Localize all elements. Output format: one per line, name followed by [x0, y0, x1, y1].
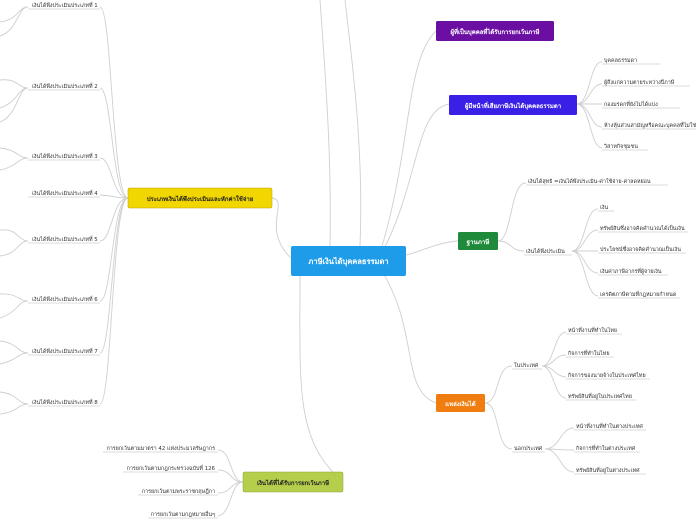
- assessable-item[interactable]: เงินค่าภาษีอากรที่ผู้จ่ายเงิน: [598, 267, 668, 276]
- svg-text:การยกเว้นตามกฎหมายอื่นๆ: การยกเว้นตามกฎหมายอื่นๆ: [151, 510, 215, 518]
- branch-exempt-person-box: [436, 21, 554, 41]
- svg-text:เงิน: เงิน: [600, 204, 608, 211]
- svg-text:กองมรดกที่ยังไม่ได้แบ่ง: กองมรดกที่ยังไม่ได้แบ่ง: [604, 100, 658, 108]
- branch-tax-base[interactable]: ฐานภาษี: [458, 232, 498, 250]
- income-type-items: เงินได้พึงประเมินประเภทที่ 1 เงินได้พึงป…: [28, 1, 100, 407]
- who-item[interactable]: ห้างหุ้นส่วนสามัญหรือคณะบุคคลที่ไม่ใช่นิ…: [602, 121, 696, 130]
- domestic-items: หน้าที่งานที่ทำในไทย กิจการที่ทำในไทย กิ…: [566, 326, 650, 401]
- income-type-item[interactable]: เงินได้พึงประเมินประเภทที่ 4: [28, 189, 100, 198]
- branch-tax-base-box: [458, 232, 498, 250]
- svg-text:เงินได้พึงประเมินประเภทที่ 6: เงินได้พึงประเมินประเภทที่ 6: [32, 295, 98, 303]
- foreign-item[interactable]: กิจการที่ทำในต่างประเทศ: [574, 444, 640, 453]
- domestic-item[interactable]: กิจการที่ทำในไทย: [566, 349, 614, 358]
- svg-text:เงินได้พึงประเมินประเภทที่ 1: เงินได้พึงประเมินประเภทที่ 1: [32, 1, 98, 9]
- svg-text:ประโยชน์ซึ่งอาจคิดคำนวณเป็นเงิ: ประโยชน์ซึ่งอาจคิดคำนวณเป็นเงิน: [600, 245, 681, 253]
- income-type-item[interactable]: เงินได้พึงประเมินประเภทที่ 8: [28, 398, 100, 407]
- svg-text:หน้าที่งานที่ทำในไทย: หน้าที่งานที่ทำในไทย: [568, 326, 617, 334]
- branch-who-pays-label: ผู้มีหน้าที่เสียภาษีเงินได้บุคคลธรรมดา: [465, 101, 561, 111]
- branch-income-types-box: [127, 187, 273, 209]
- svg-text:ทรัพย์สินที่อยู่ในประเทศไทย: ทรัพย์สินที่อยู่ในประเทศไทย: [568, 392, 632, 400]
- exempt-income-item[interactable]: การยกเว้นตามพระราชกฤษฎีกา: [138, 488, 218, 496]
- foreign-item[interactable]: หน้าที่งานที่ทำในต่างประเทศ: [574, 422, 646, 431]
- base-net-income[interactable]: เงินได้สุทธิ =เงินได้พึงประเมิน-ค่าใช้จ่…: [526, 177, 668, 186]
- branch-income-types-label: ประเภทเงินได้พึงประเมินและหักค่าใช้จ่าย: [147, 195, 254, 203]
- who-item[interactable]: บุคคลธรรมดา: [602, 57, 660, 65]
- domestic-item[interactable]: หน้าที่งานที่ทำในไทย: [566, 326, 622, 335]
- svg-text:บุคคลธรรมดา: บุคคลธรรมดา: [604, 57, 637, 64]
- branch-exempt-income-label: เงินได้ที่ได้รับการยกเว้นภาษี: [257, 478, 329, 487]
- branch-tax-base-label: ฐานภาษี: [467, 238, 490, 246]
- branch-who-pays[interactable]: ผู้มีหน้าที่เสียภาษีเงินได้บุคคลธรรมดา: [449, 95, 577, 115]
- svg-text:เงินได้พึงประเมินประเภทที่ 8: เงินได้พึงประเมินประเภทที่ 8: [32, 398, 98, 406]
- svg-text:เงินได้พึงประเมินประเภทที่ 3: เงินได้พึงประเมินประเภทที่ 3: [32, 152, 98, 160]
- exempt-income-item[interactable]: การยกเว้นตามกฎหมายอื่นๆ: [148, 510, 218, 519]
- exempt-income-item[interactable]: การยกเว้นตามกฎกระทรวงฉบับที่ 126: [123, 464, 218, 473]
- who-item[interactable]: วิสาหกิจชุมชน: [602, 143, 648, 151]
- connectors: [0, 0, 603, 517]
- branch-exempt-income-box: [242, 471, 344, 493]
- domestic-label: ในประเทศ: [514, 361, 539, 369]
- branch-income-source[interactable]: แหล่งเงินได้: [436, 394, 485, 412]
- central-topic[interactable]: ภาษีเงินได้บุคคลธรรมดา: [291, 246, 406, 276]
- svg-text:เงินได้พึงประเมินประเภทที่ 2: เงินได้พึงประเมินประเภทที่ 2: [32, 82, 98, 90]
- foreign-item[interactable]: ทรัพย์สินที่อยู่ในต่างประเทศ: [574, 466, 646, 475]
- svg-text:เงินได้พึงประเมินประเภทที่ 7: เงินได้พึงประเมินประเภทที่ 7: [32, 347, 98, 355]
- assessable-item[interactable]: ทรัพย์สินซึ่งอาจคิดคำนวณได้เป็นเงิน: [598, 224, 688, 233]
- branch-income-source-box: [436, 394, 485, 412]
- foreign-items: หน้าที่งานที่ทำในต่างประเทศ กิจการที่ทำใ…: [574, 422, 646, 475]
- branch-who-pays-box: [449, 95, 577, 115]
- income-type-item[interactable]: เงินได้พึงประเมินประเภทที่ 1: [28, 1, 100, 10]
- branch-income-source-label: แหล่งเงินได้: [445, 400, 476, 408]
- svg-text:กิจการของนายจ้างในประเทศไทย: กิจการของนายจ้างในประเทศไทย: [568, 371, 646, 379]
- svg-text:ทรัพย์สินที่อยู่ในต่างประเทศ: ทรัพย์สินที่อยู่ในต่างประเทศ: [576, 466, 640, 474]
- domestic-item[interactable]: กิจการของนายจ้างในประเทศไทย: [566, 371, 650, 380]
- svg-text:ห้างหุ้นส่วนสามัญหรือคณะบุคคลท: ห้างหุ้นส่วนสามัญหรือคณะบุคคลที่ไม่ใช่นิ…: [604, 121, 696, 129]
- svg-text:เครดิตภาษีตามที่กฎหมายกำหนด: เครดิตภาษีตามที่กฎหมายกำหนด: [600, 290, 677, 298]
- svg-text:การยกเว้นตามพระราชกฤษฎีกา: การยกเว้นตามพระราชกฤษฎีกา: [142, 488, 215, 495]
- svg-text:การยกเว้นตามกฎกระทรวงฉบับที่ 1: การยกเว้นตามกฎกระทรวงฉบับที่ 126: [127, 464, 216, 472]
- branch-exempt-person-label: ผู้ที่เป็นบุคคลที่ได้รับการยกเว้นภาษี: [450, 27, 539, 37]
- assessable-income-label: เงินได้พึงประเมิน: [526, 248, 565, 255]
- base-assessable-income[interactable]: เงินได้พึงประเมิน: [524, 248, 572, 256]
- assessable-item[interactable]: ประโยชน์ซึ่งอาจคิดคำนวณเป็นเงิน: [598, 245, 686, 254]
- income-type-item[interactable]: เงินได้พึงประเมินประเภทที่ 5: [28, 235, 100, 244]
- assessable-item[interactable]: เงิน: [598, 204, 614, 212]
- exempt-income-items: การยกเว้นตามมาตรา 42 แห่งประมวลรัษฎากร ก…: [103, 445, 218, 519]
- exempt-income-item[interactable]: การยกเว้นตามมาตรา 42 แห่งประมวลรัษฎากร: [103, 445, 218, 453]
- svg-text:กิจการที่ทำในต่างประเทศ: กิจการที่ทำในต่างประเทศ: [576, 444, 636, 452]
- assessable-item[interactable]: เครดิตภาษีตามที่กฎหมายกำหนด: [598, 290, 680, 299]
- income-type-item[interactable]: เงินได้พึงประเมินประเภทที่ 6: [28, 295, 100, 304]
- branch-income-types[interactable]: ประเภทเงินได้พึงประเมินและหักค่าใช้จ่าย: [127, 187, 273, 209]
- who-item[interactable]: กองมรดกที่ยังไม่ได้แบ่ง: [602, 100, 680, 109]
- source-foreign[interactable]: นอกประเทศ: [512, 445, 545, 453]
- income-type-item[interactable]: เงินได้พึงประเมินประเภทที่ 7: [28, 347, 100, 356]
- assessable-items: เงิน ทรัพย์สินซึ่งอาจคิดคำนวณได้เป็นเงิน…: [598, 204, 688, 299]
- branch-exempt-income[interactable]: เงินได้ที่ได้รับการยกเว้นภาษี: [242, 471, 344, 493]
- svg-text:เงินได้พึงประเมินประเภทที่ 4: เงินได้พึงประเมินประเภทที่ 4: [32, 189, 98, 197]
- who-items: บุคคลธรรมดา ผู้ถึงแก่ความตายระหว่างปีภาษ…: [602, 57, 696, 151]
- central-topic-label: ภาษีเงินได้บุคคลธรรมดา: [308, 256, 388, 266]
- income-type-item[interactable]: เงินได้พึงประเมินประเภทที่ 2: [28, 82, 100, 91]
- net-income-label: เงินได้สุทธิ: [528, 178, 553, 185]
- svg-text:หน้าที่งานที่ทำในต่างประเทศ: หน้าที่งานที่ทำในต่างประเทศ: [576, 422, 643, 430]
- foreign-label: นอกประเทศ: [514, 445, 543, 452]
- net-income-formula: =เงินได้พึงประเมิน-ค่าใช้จ่าย-ค่าลดหย่อน: [554, 177, 651, 185]
- svg-text:ทรัพย์สินซึ่งอาจคิดคำนวณได้เป็: ทรัพย์สินซึ่งอาจคิดคำนวณได้เป็นเงิน: [600, 224, 685, 232]
- central-topic-box: [291, 246, 406, 276]
- svg-text:วิสาหกิจชุมชน: วิสาหกิจชุมชน: [604, 143, 638, 150]
- source-domestic[interactable]: ในประเทศ: [512, 361, 542, 370]
- domestic-item[interactable]: ทรัพย์สินที่อยู่ในประเทศไทย: [566, 392, 636, 401]
- branch-exempt-person[interactable]: ผู้ที่เป็นบุคคลที่ได้รับการยกเว้นภาษี: [436, 21, 554, 41]
- svg-text:การยกเว้นตามมาตรา 42 แห่งประมว: การยกเว้นตามมาตรา 42 แห่งประมวลรัษฎากร: [106, 445, 215, 452]
- svg-text:กิจการที่ทำในไทย: กิจการที่ทำในไทย: [568, 349, 609, 357]
- income-type-item[interactable]: เงินได้พึงประเมินประเภทที่ 3: [28, 152, 100, 161]
- who-item[interactable]: ผู้ถึงแก่ความตายระหว่างปีภาษี: [602, 79, 690, 87]
- svg-text:เงินค่าภาษีอากรที่ผู้จ่ายเงิน: เงินค่าภาษีอากรที่ผู้จ่ายเงิน: [600, 267, 662, 275]
- svg-text:ผู้ถึงแก่ความตายระหว่างปีภาษี: ผู้ถึงแก่ความตายระหว่างปีภาษี: [604, 79, 675, 86]
- svg-text:เงินได้พึงประเมินประเภทที่ 5: เงินได้พึงประเมินประเภทที่ 5: [32, 235, 98, 243]
